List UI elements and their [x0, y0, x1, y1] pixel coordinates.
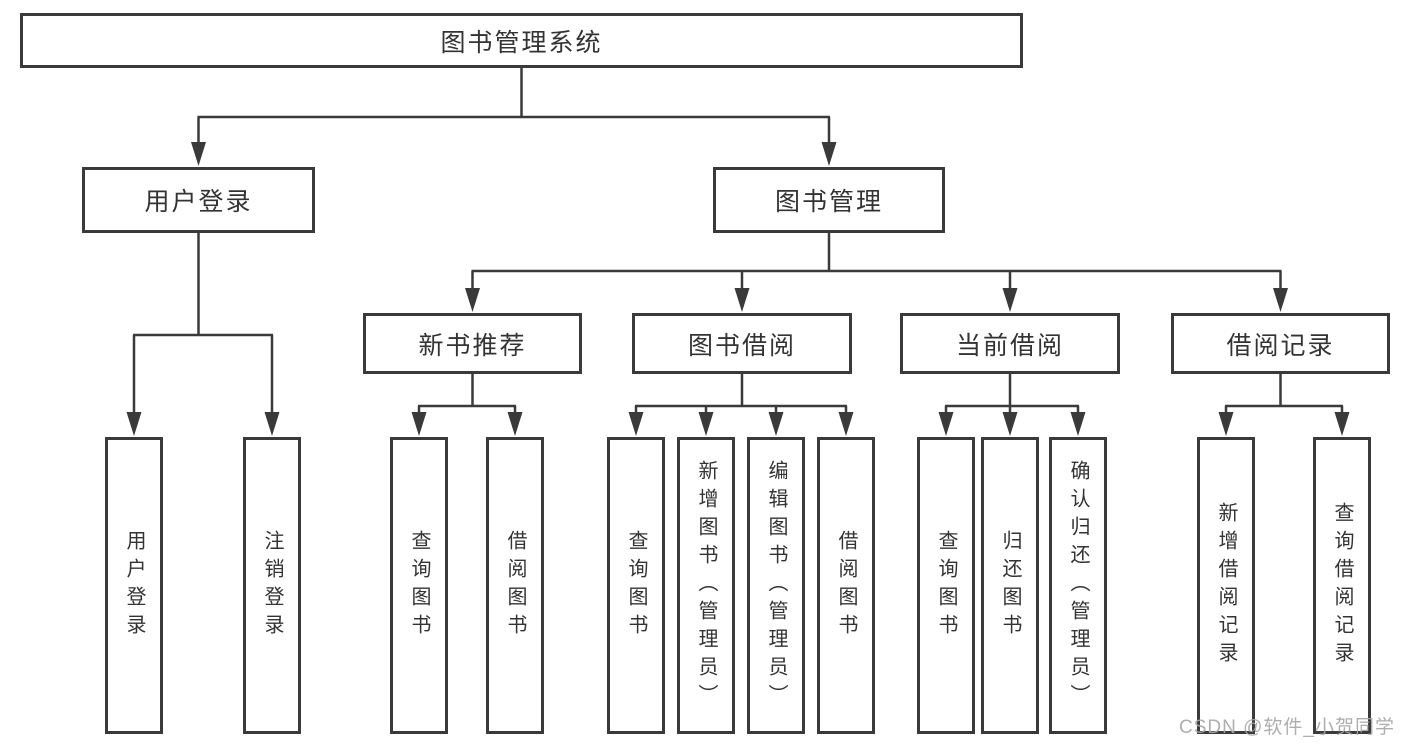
- leaf-borrow-book: 借阅图书: [817, 437, 875, 734]
- node-label: 新书推荐: [418, 331, 527, 360]
- node-label: 新增借阅记录: [1215, 501, 1237, 670]
- leaf-query-book: 查询图书: [607, 437, 665, 734]
- node-label: 查询图书: [408, 529, 430, 642]
- leaf-query-book-current: 查询图书: [917, 437, 975, 734]
- leaf-query-book-recommend: 查询图书: [390, 437, 448, 734]
- node-label: 确认归还（管理员）: [1067, 459, 1089, 712]
- node-label: 查询图书: [935, 529, 957, 642]
- node-book-management: 图书管理: [713, 167, 945, 233]
- connector-current-borrow-children: [938, 372, 1086, 436]
- node-current-borrow: 当前借阅: [900, 313, 1120, 374]
- node-label: 当前借阅: [955, 331, 1064, 360]
- node-label: 借阅图书: [835, 529, 857, 642]
- connector-book-management-children: [465, 231, 1288, 312]
- node-label: 查询图书: [625, 529, 647, 642]
- node-label: 图书管理: [774, 188, 883, 216]
- leaf-logout: 注销登录: [243, 437, 301, 734]
- node-label: 图书借阅: [687, 331, 796, 360]
- csdn-watermark: CSDN @软件_小贺同学: [1179, 717, 1395, 738]
- connector-user-login-children: [126, 231, 280, 436]
- node-label: 用户登录: [144, 188, 253, 216]
- leaf-borrow-book-recommend: 借阅图书: [486, 437, 544, 734]
- node-book-borrow: 图书借阅: [632, 313, 852, 374]
- node-label: 注销登录: [261, 529, 283, 642]
- node-user-login: 用户登录: [82, 167, 315, 233]
- node-label: 借阅记录: [1226, 331, 1335, 360]
- connector-new-book-children: [411, 372, 523, 436]
- node-label: 归还图书: [999, 529, 1021, 642]
- connector-borrow-records-children: [1218, 372, 1350, 436]
- node-root-system: 图书管理系统: [20, 13, 1023, 68]
- leaf-add-borrow-record: 新增借阅记录: [1197, 437, 1255, 734]
- node-label: 新增图书（管理员）: [695, 459, 717, 712]
- leaf-return-book: 归还图书: [981, 437, 1039, 734]
- node-label: 查询借阅记录: [1331, 501, 1353, 670]
- leaf-add-book-admin: 新增图书（管理员）: [677, 437, 735, 734]
- connector-book-borrow-children: [628, 372, 854, 436]
- node-label: 借阅图书: [504, 529, 526, 642]
- node-new-book-recommend: 新书推荐: [363, 313, 582, 374]
- leaf-query-borrow-record: 查询借阅记录: [1313, 437, 1371, 734]
- node-label: 图书管理系统: [440, 28, 603, 57]
- leaf-edit-book-admin: 编辑图书（管理员）: [747, 437, 805, 734]
- node-label: 用户登录: [123, 529, 145, 642]
- node-borrow-records: 借阅记录: [1171, 313, 1390, 374]
- connector-root-to-level2: [191, 65, 837, 166]
- leaf-user-login: 用户登录: [105, 437, 163, 734]
- node-label: 编辑图书（管理员）: [765, 459, 787, 712]
- leaf-confirm-return-admin: 确认归还（管理员）: [1049, 437, 1107, 734]
